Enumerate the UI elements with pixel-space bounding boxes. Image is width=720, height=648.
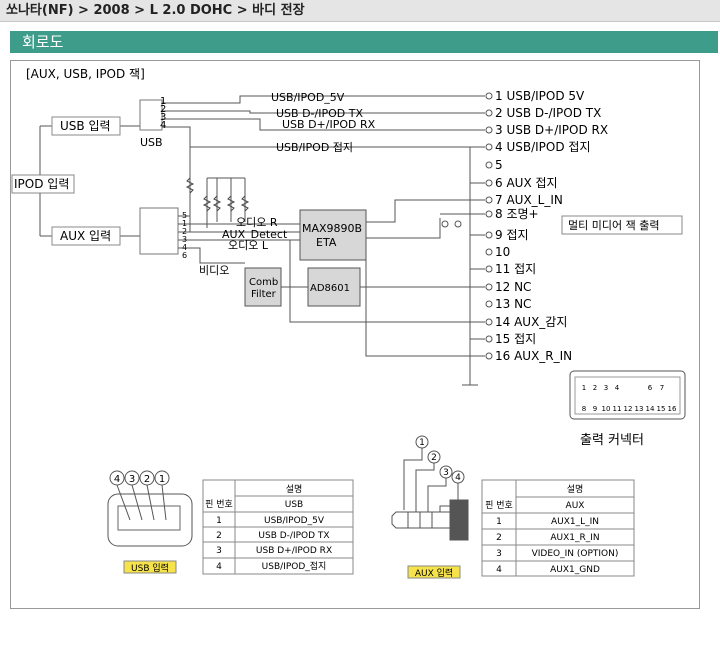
aux-table-row2-pin: 2	[496, 533, 502, 543]
aux-table-header-pin: 핀 번호	[485, 500, 513, 511]
usb-table-row1-desc: USB/IPOD_5V	[264, 516, 325, 526]
conn-top-4: 4	[615, 384, 620, 392]
ipod-input-label: IPOD 입력	[14, 177, 69, 191]
wire-usb-dminus: USB D-/IPOD TX	[276, 107, 363, 120]
wire-usb-5v: USB/IPOD_5V	[271, 91, 345, 104]
aux-jack-pin-5: 5	[182, 211, 187, 220]
conn-bot-15: 15	[657, 405, 666, 413]
aux-table-row3-desc: VIDEO_IN (OPTION)	[532, 549, 619, 559]
aux-table-header-type: AUX	[566, 501, 585, 511]
aux-table-row1-desc: AUX1_L_IN	[551, 517, 599, 527]
conn-bot-10: 10	[602, 405, 611, 413]
aux-conn-num-2: 2	[431, 453, 437, 463]
usb-conn-num-2: 2	[144, 474, 150, 485]
aux-table-row1-pin: 1	[496, 517, 502, 527]
usb-conn-num-4: 4	[114, 474, 120, 485]
usb-caption: USB 입력	[131, 562, 169, 574]
usb-pin-3: 3	[160, 112, 166, 123]
ic-max9890b-eta: ETA	[316, 236, 337, 249]
output-pin-9: 9 접지	[495, 228, 529, 242]
wire-audio-l: 오디오 L	[228, 239, 269, 252]
conn-top-2: 2	[593, 384, 597, 392]
aux-table-row2-desc: AUX1_R_IN	[550, 533, 599, 543]
usb-pin-1: 1	[160, 96, 166, 107]
usb-socket-label: USB	[140, 136, 163, 149]
usb-input-label: USB 입력	[60, 119, 111, 133]
conn-bot-14: 14	[646, 405, 655, 413]
conn-bot-12: 12	[624, 405, 633, 413]
conn-bot-11: 11	[613, 405, 622, 413]
aux-jack-pin-4: 4	[182, 243, 187, 252]
usb-table-row1-pin: 1	[216, 516, 222, 526]
usb-table-row3-pin: 3	[216, 546, 222, 556]
output-pin-5: 5	[495, 158, 503, 172]
output-pin-12: 12 NC	[495, 280, 531, 294]
usb-table-row2-pin: 2	[216, 531, 222, 541]
diagram-subtitle: [AUX, USB, IPOD 잭]	[26, 67, 145, 81]
output-pin-1: 1 USB/IPOD 5V	[495, 89, 585, 103]
usb-table-row4-pin: 4	[216, 562, 222, 572]
aux-table-header-desc: 설명	[567, 484, 584, 495]
aux-jack-pin-3: 3	[182, 235, 187, 244]
comb-filter-label-2: Filter	[251, 289, 277, 300]
usb-table-row4-desc: USB/IPOD_접지	[262, 560, 327, 572]
output-pin-8: 8 조명+	[495, 207, 539, 221]
wire-usb-dplus: USB D+/IPOD RX	[282, 118, 376, 131]
aux-caption: AUX 입력	[415, 567, 453, 579]
conn-bot-16: 16	[668, 405, 677, 413]
output-pin-11: 11 접지	[495, 262, 536, 276]
aux-conn-num-1: 1	[419, 438, 425, 448]
usb-table-row3-desc: USB D+/IPOD RX	[256, 546, 332, 556]
usb-pin-table	[202, 479, 354, 575]
wire-usb-gnd: USB/IPOD 접지	[276, 141, 353, 154]
ic-ad8601: AD8601	[310, 283, 350, 294]
aux-table-row3-pin: 3	[496, 549, 502, 559]
aux-jack-pin-1: 1	[182, 219, 187, 228]
output-pin-4: 4 USB/IPOD 접지	[495, 140, 590, 154]
usb-pin-4: 4	[160, 120, 166, 131]
aux-table-row4-pin: 4	[496, 565, 502, 575]
multimedia-jack-label: 멀티 미디어 잭 출력	[568, 219, 659, 232]
output-pin-10: 10	[495, 245, 510, 259]
output-pin-15: 15 접지	[495, 332, 536, 346]
wire-video: 비디오	[199, 264, 229, 277]
usb-pin-2: 2	[160, 104, 166, 115]
conn-top-1: 1	[582, 384, 586, 392]
conn-top-7: 7	[660, 384, 664, 392]
usb-conn-num-1: 1	[159, 474, 165, 485]
output-pin-7: 7 AUX_L_IN	[495, 193, 563, 207]
conn-bot-8: 8	[582, 405, 586, 413]
usb-table-header-pin: 핀 번호	[205, 499, 233, 510]
aux-conn-num-3: 3	[443, 468, 449, 478]
aux-conn-num-4: 4	[455, 473, 461, 483]
aux-pin-table	[481, 479, 635, 577]
wire-aux-detect: AUX_Detect	[222, 228, 288, 241]
usb-table-header-desc: 설명	[286, 484, 303, 495]
output-pin-2: 2 USB D-/IPOD TX	[495, 106, 601, 120]
aux-jack-pin-2: 2	[182, 227, 187, 236]
usb-conn-num-3: 3	[129, 474, 135, 485]
output-pin-16: 16 AUX_R_IN	[495, 349, 572, 363]
output-pin-markers	[485, 92, 493, 360]
breadcrumb: 쏘나타(NF) > 2008 > L 2.0 DOHC > 바디 전장	[0, 0, 720, 22]
aux-table-row4-desc: AUX1_GND	[550, 565, 600, 575]
usb-table-header-type: USB	[285, 500, 303, 510]
wire-audio-r: 오디오 R	[236, 216, 278, 229]
usb-table-row2-desc: USB D-/IPOD TX	[258, 531, 329, 541]
comb-filter-label-1: Comb	[249, 277, 278, 288]
aux-input-label: AUX 입력	[60, 229, 111, 243]
conn-bot-9: 9	[593, 405, 597, 413]
ic-max9890b: MAX9890B	[302, 222, 362, 235]
output-pin-6: 6 AUX 접지	[495, 176, 558, 190]
output-connector-caption: 출력 커넥터	[580, 433, 644, 448]
conn-top-6: 6	[648, 384, 653, 392]
section-title: 회로도	[10, 31, 718, 53]
conn-bot-13: 13	[635, 405, 644, 413]
output-pin-14: 14 AUX_감지	[495, 315, 567, 329]
output-pin-13: 13 NC	[495, 297, 531, 311]
output-pin-3: 3 USB D+/IPOD RX	[495, 123, 608, 137]
conn-top-3: 3	[604, 384, 608, 392]
aux-jack-pin-6: 6	[182, 251, 187, 260]
